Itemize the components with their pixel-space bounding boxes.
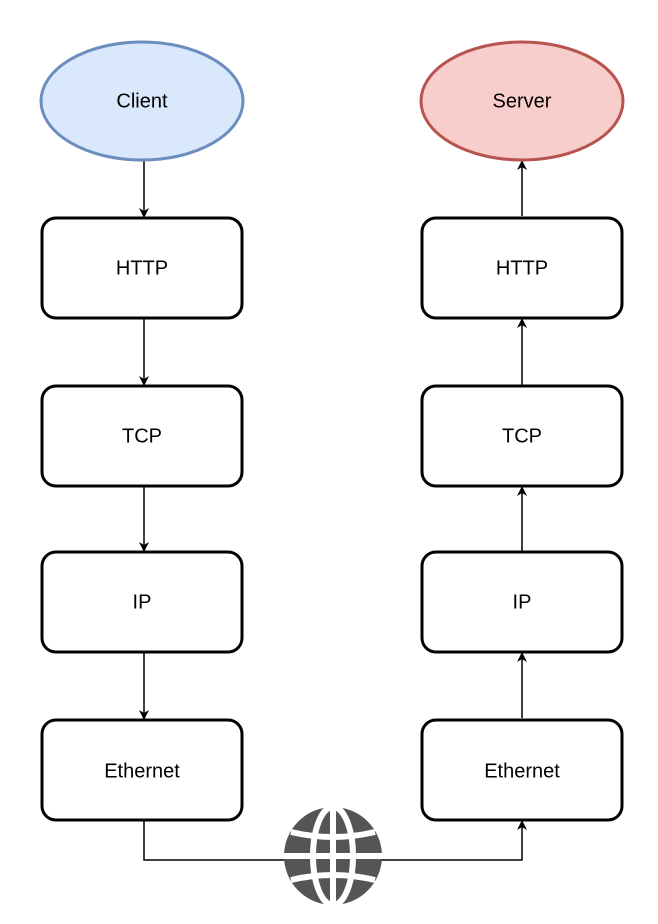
server-stack: HTTP TCP IP Ethernet	[420, 216, 624, 822]
server-ethernet-label: Ethernet	[484, 760, 560, 782]
server-node: Server	[419, 40, 625, 162]
client-http-label: HTTP	[116, 257, 168, 279]
server-ethernet-box: Ethernet	[420, 718, 624, 822]
server-tcp-box: TCP	[420, 384, 624, 488]
client-stack: HTTP TCP IP Ethernet	[40, 216, 244, 822]
server-http-box: HTTP	[420, 216, 624, 320]
server-tcp-label: TCP	[502, 425, 542, 447]
client-node: Client	[39, 40, 245, 162]
client-ethernet-label: Ethernet	[104, 760, 180, 782]
client-http-box: HTTP	[40, 216, 244, 320]
globe-icon	[284, 804, 382, 908]
client-ethernet-box: Ethernet	[40, 718, 244, 822]
client-ip-label: IP	[133, 591, 152, 613]
client-label: Client	[116, 90, 168, 112]
server-http-label: HTTP	[496, 257, 548, 279]
server-ip-box: IP	[420, 550, 624, 654]
server-label: Server	[493, 90, 552, 112]
client-ip-box: IP	[40, 550, 244, 654]
client-tcp-label: TCP	[122, 425, 162, 447]
server-ip-label: IP	[513, 591, 532, 613]
client-tcp-box: TCP	[40, 384, 244, 488]
